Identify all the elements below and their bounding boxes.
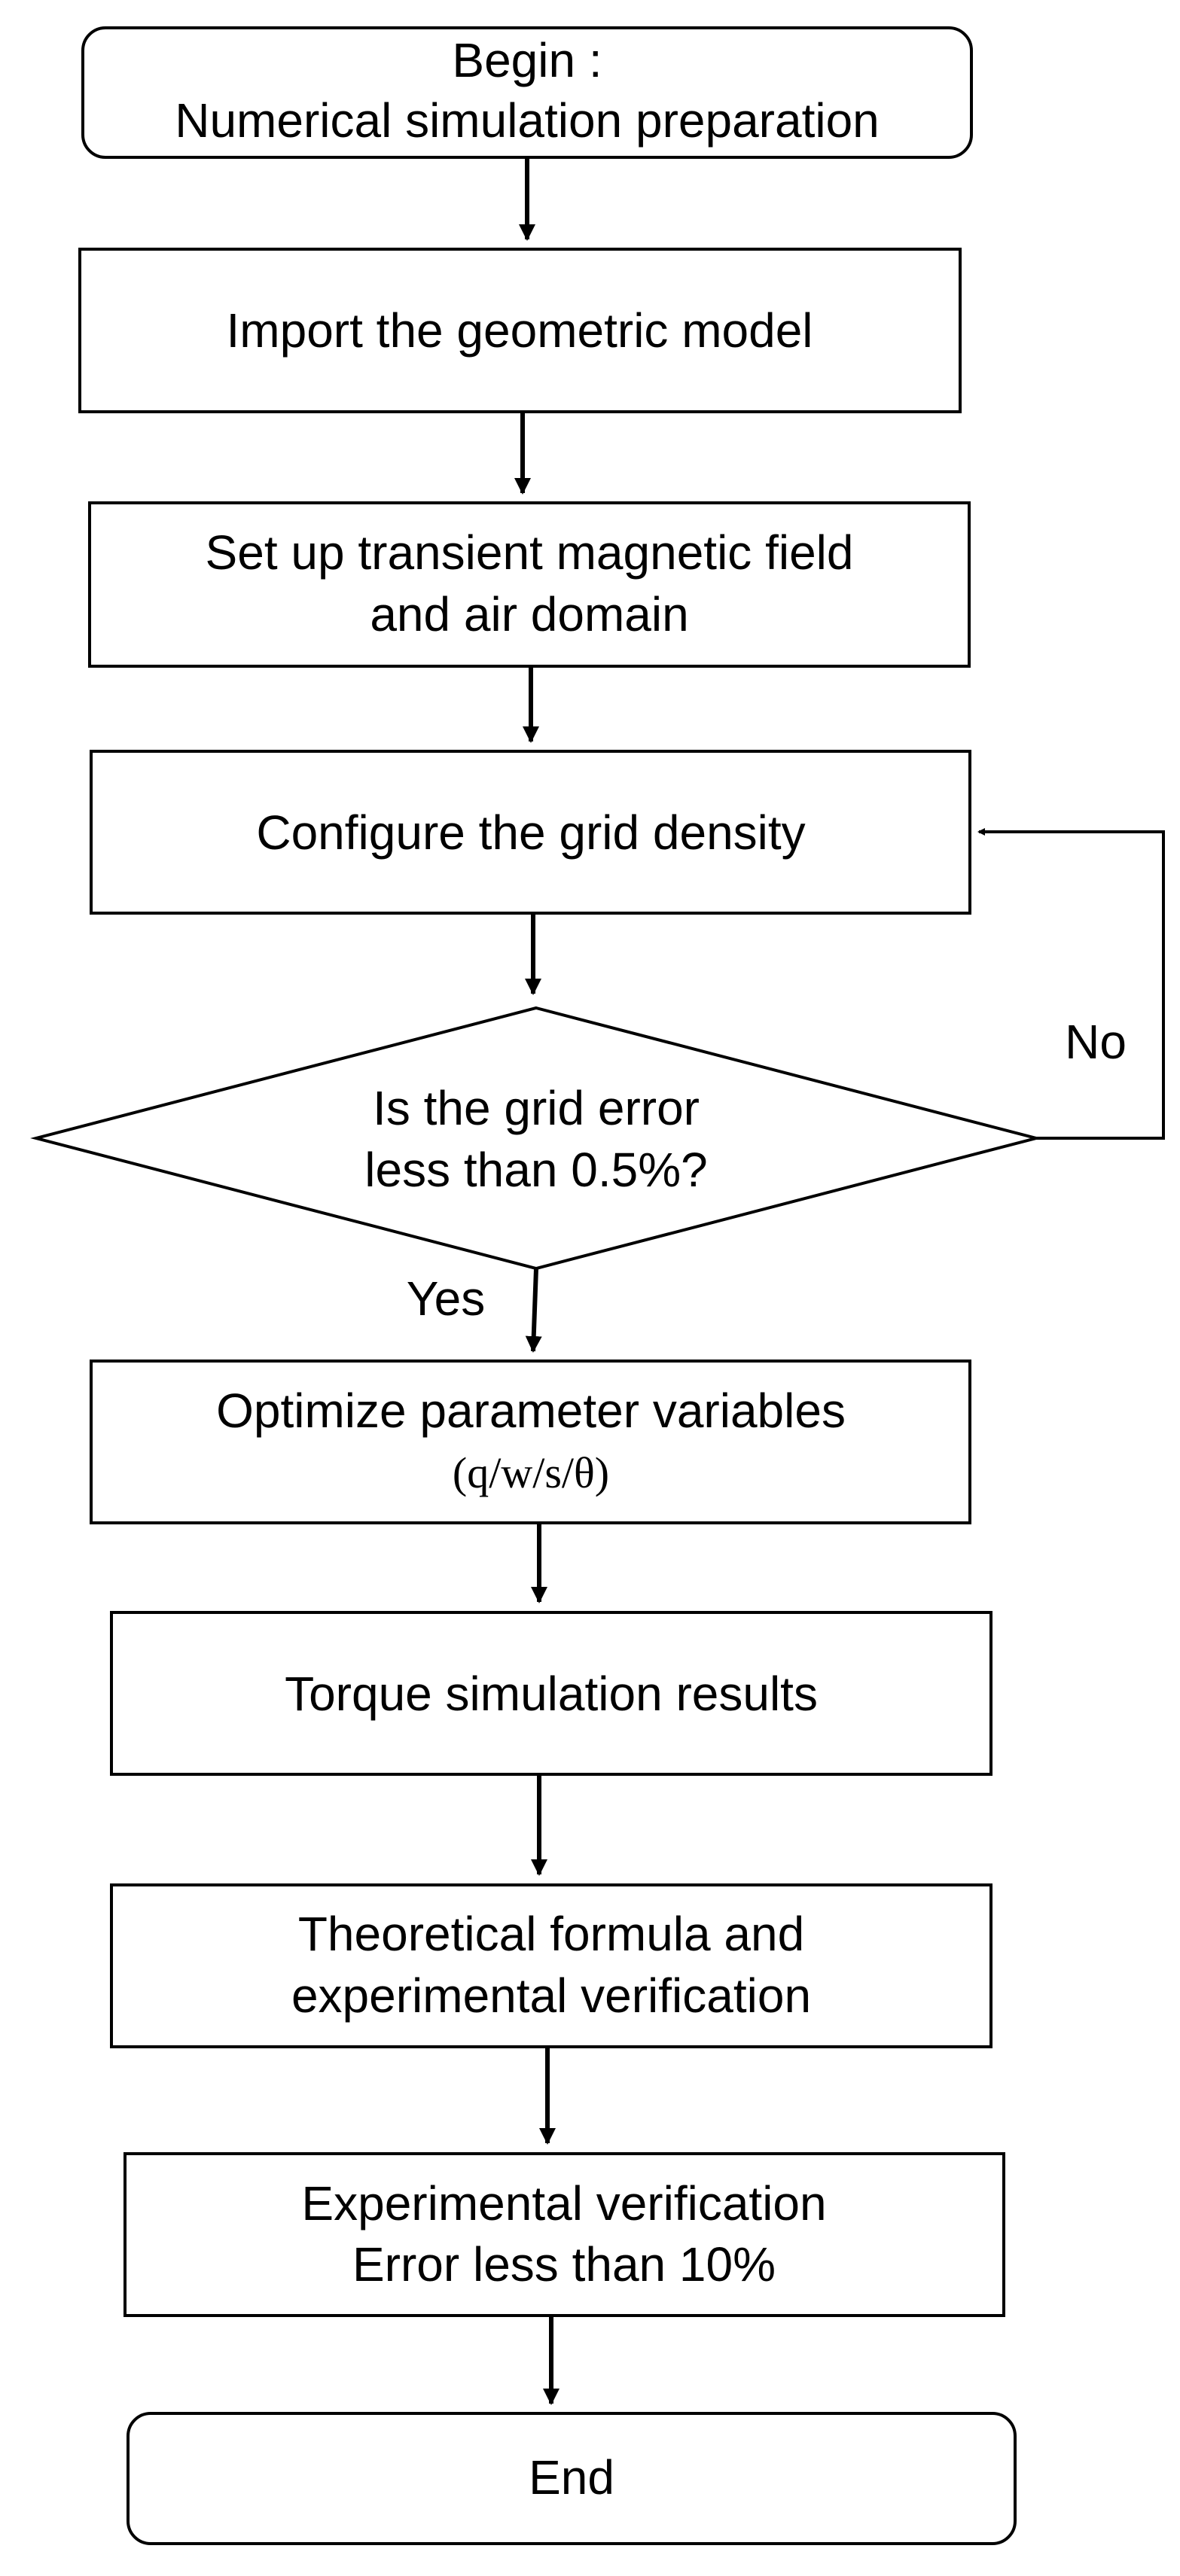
experiment-error-node: Experimental verification Error less tha…: [123, 2152, 1005, 2317]
grid-density-node: Configure the grid density: [90, 750, 971, 915]
grid-error-decision: Is the grid error less than 0.5%?: [30, 1006, 1042, 1271]
import-model-label: Import the geometric model: [227, 303, 813, 358]
end-node: End: [127, 2412, 1017, 2545]
setup-field-line1: Set up transient magnetic field: [206, 525, 854, 580]
yes-label: Yes: [407, 1271, 485, 1326]
arrow-yes: [525, 1268, 542, 1353]
setup-field-node: Set up transient magnetic field and air …: [88, 501, 971, 668]
begin-node: Begin : Numerical simulation preparation: [81, 26, 973, 159]
optimize-variables: (q/w/s/θ): [453, 1448, 609, 1497]
experiment-line1: Experimental verification: [301, 2176, 826, 2230]
torque-results-label: Torque simulation results: [285, 1667, 818, 1721]
experiment-line2: Error less than 10%: [352, 2237, 776, 2291]
optimize-line1: Optimize parameter variables: [216, 1384, 846, 1438]
setup-field-line2: and air domain: [370, 587, 688, 641]
begin-node-line2: Numerical simulation preparation: [175, 93, 880, 148]
no-label: No: [1065, 1015, 1127, 1069]
theory-line1: Theoretical formula and: [298, 1907, 804, 1961]
import-model-node: Import the geometric model: [78, 248, 962, 413]
decision-line1: Is the grid error: [373, 1081, 700, 1135]
theory-line2: experimental verification: [291, 1969, 811, 2023]
decision-line2: less than 0.5%?: [364, 1143, 707, 1197]
theory-verification-node: Theoretical formula and experimental ver…: [110, 1883, 992, 2048]
torque-results-node: Torque simulation results: [110, 1611, 992, 1776]
end-label: End: [529, 2450, 614, 2504]
begin-node-line1: Begin :: [452, 33, 602, 87]
arrow-no-loop: [977, 828, 1165, 1140]
optimize-parameters-node: Optimize parameter variables (q/w/s/θ): [90, 1360, 971, 1524]
grid-density-label: Configure the grid density: [256, 805, 805, 860]
